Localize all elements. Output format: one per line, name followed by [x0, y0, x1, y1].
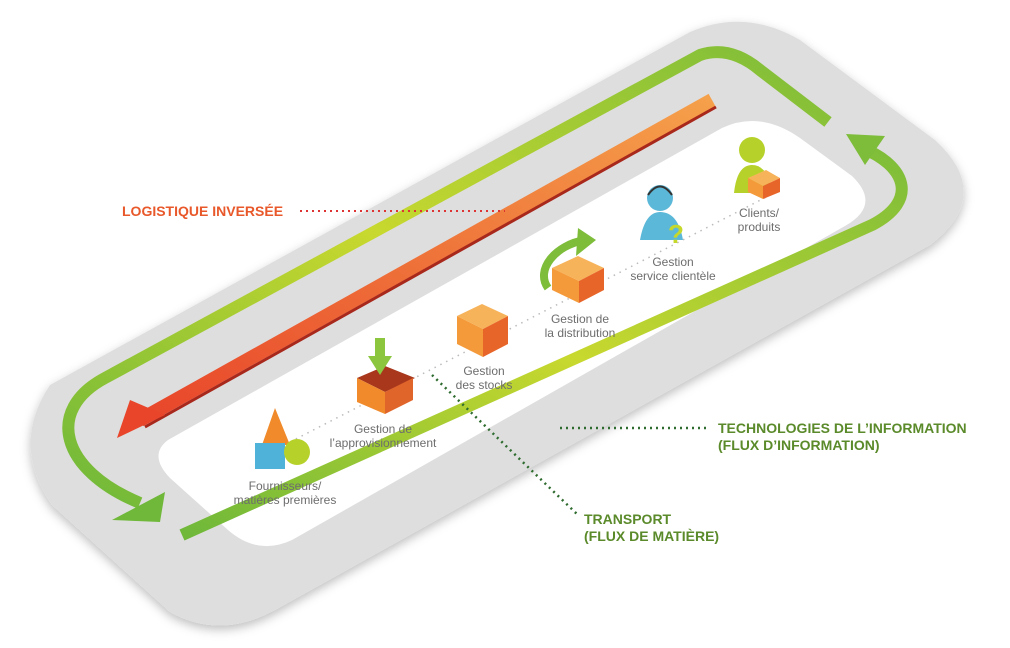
step-line2: matières premières: [233, 493, 337, 507]
raw-materials-shapes-icon: [255, 408, 310, 469]
step-line1: Fournisseurs/: [248, 479, 322, 493]
green-top-path: [62, 46, 832, 509]
green-arrowhead-right: [846, 134, 885, 165]
track-inner: [158, 120, 866, 547]
svg-text:?: ?: [668, 219, 684, 249]
it-label-line2: (FLUX D’INFORMATION): [718, 437, 880, 453]
transport-label-line2: (FLUX DE MATIÈRE): [584, 528, 720, 544]
transport-label-line1: TRANSPORT: [584, 511, 672, 527]
step-line2: service clientèle: [630, 269, 716, 283]
transport-label: TRANSPORT (FLUX DE MATIÈRE): [584, 511, 719, 545]
box-with-down-arrow-icon: [357, 338, 415, 414]
information-technology-label: TECHNOLOGIES DE L’INFORMATION (FLUX D’IN…: [718, 420, 967, 454]
green-bottom-path: [179, 142, 908, 541]
step-line1: Gestion de: [353, 422, 413, 436]
reverse-logistics-label: LOGISTIQUE INVERSÉE: [122, 203, 284, 219]
step-line2: l’approvisionnement: [329, 436, 437, 450]
step-line1: Gestion: [463, 364, 505, 378]
customer-with-box-icon: [734, 137, 780, 199]
step-line2: la distribution: [544, 326, 616, 340]
step-line2: des stocks: [455, 378, 513, 392]
box-icon: [457, 304, 508, 357]
step-line1: Gestion: [652, 255, 694, 269]
green-arrowhead-left: [112, 492, 165, 522]
step-line2: produits: [737, 220, 781, 234]
orange-arrowhead: [117, 400, 165, 438]
support-agent-headset-icon: ?: [640, 185, 684, 249]
step-customers: Clients/produits: [738, 206, 781, 234]
step-suppliers: Fournisseurs/matières premières: [234, 479, 337, 507]
box-with-curved-arrow-icon: [539, 228, 604, 303]
step-line1: Clients/: [738, 206, 780, 220]
it-label-line1: TECHNOLOGIES DE L’INFORMATION: [718, 420, 967, 436]
step-line1: Gestion de: [550, 312, 610, 326]
reverse-logistics-arrow: [136, 93, 716, 427]
